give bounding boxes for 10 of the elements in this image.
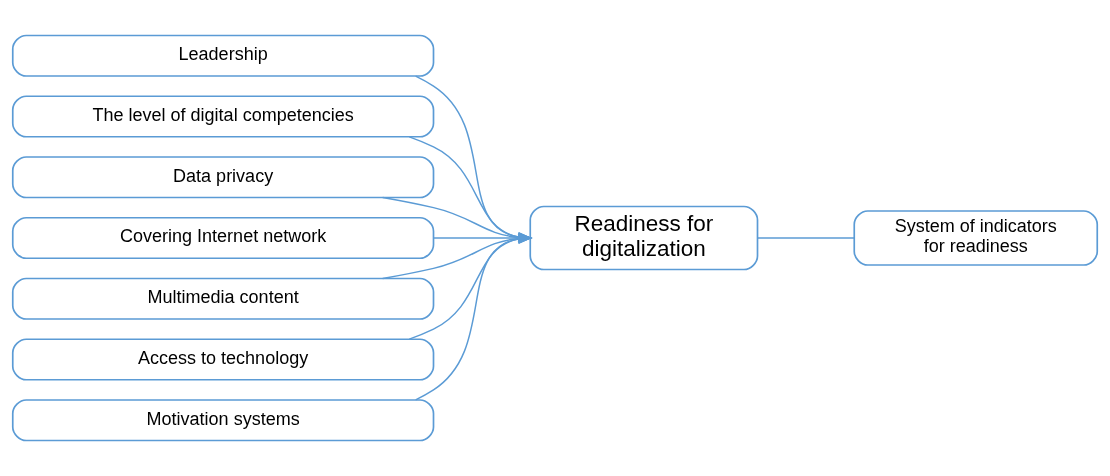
node-box: The level of digital competencies <box>11 95 435 138</box>
node-box: Access to technology <box>11 338 435 381</box>
node-box: System of indicators for readiness <box>853 210 1099 266</box>
node-box: Data privacy <box>11 156 435 199</box>
node-box: Leadership <box>11 34 435 77</box>
node-box: Covering Internet network <box>11 216 435 260</box>
node-box: Motivation systems <box>11 399 435 442</box>
node-box: Multimedia content <box>11 277 435 320</box>
connector <box>756 237 855 239</box>
node-box: Readiness for digitalization <box>529 205 759 271</box>
